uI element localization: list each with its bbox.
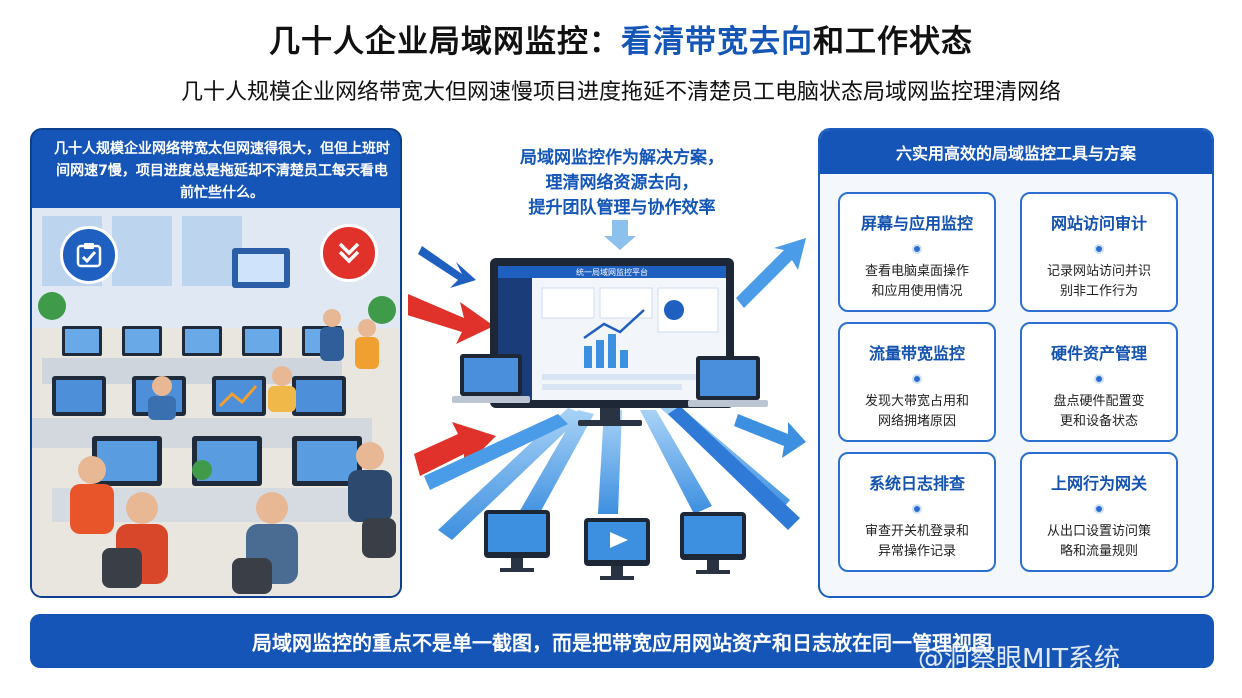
card-desc-1: 从出口设置访问策 (1046, 524, 1151, 539)
monitor-title: 统一局域网监控平台 (576, 267, 648, 277)
outgoing-arrow-icon (736, 238, 806, 308)
laptop-icon (688, 356, 768, 407)
card-title: 上网行为网关 (1050, 474, 1147, 493)
card-website-audit: 网站访问审计 记录网站访问并识 别非工作行为 (1020, 192, 1178, 312)
page-subtitle: 几十人规模企业网络带宽大但网速慢项目进度拖延不清楚员工电脑状态局域网监控理清网络 (180, 80, 1061, 105)
card-desc-2: 别非工作行为 (1059, 284, 1138, 299)
title-highlight: 看清带宽去向 (621, 24, 813, 60)
down-arrow-icon (604, 220, 636, 250)
monitor-icon (484, 510, 550, 572)
solution-text: 局域网监控作为解决方案， 理清网络资源去向， 提升团队管理与协作效率 (480, 146, 764, 221)
checklist-icon (60, 226, 118, 284)
card-desc-2: 更和设备状态 (1059, 414, 1138, 429)
card-desc-1: 查看电脑桌面操作 (864, 264, 969, 279)
solution-line-3: 提升团队管理与协作效率 (528, 198, 716, 218)
dot-icon (1094, 374, 1104, 384)
card-title: 硬件资产管理 (1050, 344, 1147, 363)
problem-text: 几十人规模企业网络带宽太但网速得很大，但但上班时间网速7慢，项目进度总是拖延却不… (54, 141, 390, 201)
card-desc-2: 异常操作记录 (877, 544, 956, 559)
laptop-icon (452, 354, 530, 403)
card-desc-1: 记录网站访问并识 (1046, 264, 1151, 279)
card-title: 屏幕与应用监控 (860, 214, 973, 233)
card-desc-1: 发现大带宽占用和 (864, 394, 969, 409)
card-desc-2: 和应用使用情况 (871, 284, 963, 299)
card-title: 流量带宽监控 (868, 344, 965, 363)
solution-line-2: 理清网络资源去向， (545, 173, 699, 193)
title-part1: 几十人企业局域网监控： (269, 24, 621, 60)
office-scene (32, 208, 400, 596)
card-desc-2: 略和流量规则 (1059, 544, 1138, 559)
card-bandwidth-monitoring: 流量带宽监控 发现大带宽占用和 网络拥堵原因 (838, 322, 996, 442)
dot-icon (1094, 504, 1104, 514)
card-system-logs: 系统日志排查 审查开关机登录和 异常操作记录 (838, 452, 996, 572)
download-arrow-icon (320, 224, 378, 282)
card-screen-monitoring: 屏幕与应用监控 查看电脑桌面操作 和应用使用情况 (838, 192, 996, 312)
card-desc-1: 盘点硬件配置变 (1053, 394, 1145, 409)
summary-text: 局域网监控的重点不是单一截图，而是把带宽应用网站资产和日志放在同一管理视图 (252, 630, 992, 655)
watermark: @洞察眼MIT系统 (918, 644, 1120, 674)
incoming-arrow-icon (414, 422, 496, 476)
card-title: 网站访问审计 (1050, 214, 1147, 233)
problem-panel: 几十人规模企业网络带宽太但网速得很大，但但上班时间网速7慢，项目进度总是拖延却不… (30, 128, 402, 598)
incoming-arrow-icon (408, 294, 494, 344)
title-part2: 和工作状态 (813, 24, 973, 60)
dot-icon (1094, 244, 1104, 254)
monitor-icon (584, 518, 650, 580)
network-diagram: 统一局域网监控平台 (408, 220, 806, 580)
outgoing-arrow-icon (734, 414, 806, 458)
office-illustration (32, 208, 400, 596)
main-monitor-icon (490, 258, 734, 426)
card-desc-2: 网络拥堵原因 (877, 414, 956, 429)
tools-heading: 六实用高效的局域监控工具与方案 (820, 130, 1212, 174)
card-internet-gateway: 上网行为网关 从出口设置访问策 略和流量规则 (1020, 452, 1178, 572)
card-desc-1: 审查开关机登录和 (864, 524, 969, 539)
incoming-arrow-icon (418, 246, 476, 288)
dot-icon (912, 374, 922, 384)
card-title: 系统日志排查 (868, 474, 965, 493)
summary-bar: 局域网监控的重点不是单一截图，而是把带宽应用网站资产和日志放在同一管理视图 (30, 614, 1214, 668)
dot-icon (912, 244, 922, 254)
monitor-icon (680, 512, 746, 574)
tools-panel: 六实用高效的局域监控工具与方案 屏幕与应用监控 查看电脑桌面操作 和应用使用情况… (818, 128, 1214, 598)
solution-line-1: 局域网监控作为解决方案， (520, 148, 724, 168)
card-hardware-assets: 硬件资产管理 盘点硬件配置变 更和设备状态 (1020, 322, 1178, 442)
dot-icon (912, 504, 922, 514)
page-title: 几十人企业局域网监控：看清带宽去向和工作状态 (0, 16, 1242, 61)
